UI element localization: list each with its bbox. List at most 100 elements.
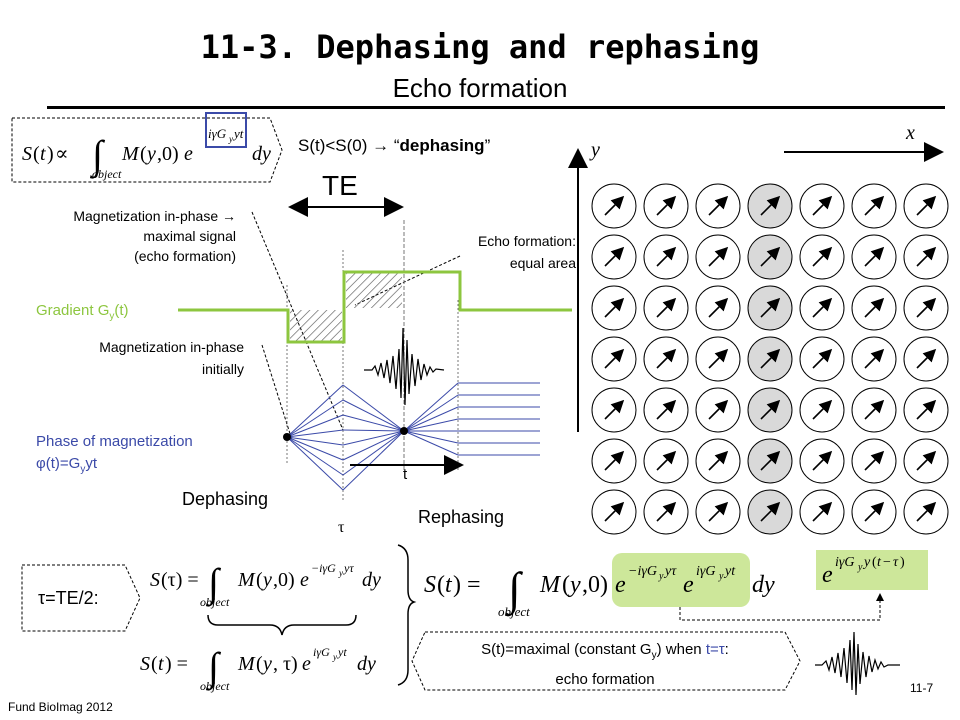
svg-text:M: M xyxy=(237,569,256,591)
in-phase-dot-echo xyxy=(400,427,408,435)
svg-text:yτ: yτ xyxy=(663,564,677,579)
spin-arrow-icon xyxy=(708,501,729,522)
svg-text:y: y xyxy=(658,571,664,582)
svg-text:y: y xyxy=(568,572,581,598)
svg-text:t: t xyxy=(158,653,164,675)
spin-arrow-icon xyxy=(864,195,885,216)
spin-arrow-icon xyxy=(708,195,729,216)
svg-text:yt: yt xyxy=(232,126,244,141)
t-label: t xyxy=(403,466,408,483)
svg-text:object: object xyxy=(200,595,230,609)
svg-text:y: y xyxy=(718,571,724,582)
svg-text:(: ( xyxy=(562,572,570,598)
phase-formula-sub: y xyxy=(80,464,86,475)
spin-arrow-icon xyxy=(916,450,937,471)
svg-text:(τ) =: (τ) = xyxy=(161,569,199,591)
tau-te-label: τ=TE/2: xyxy=(38,588,99,608)
svg-text:S: S xyxy=(140,653,150,675)
spin-arrow-icon xyxy=(916,348,937,369)
svg-text:−iγG: −iγG xyxy=(628,564,657,579)
svg-text:M: M xyxy=(539,572,562,598)
svg-text:e: e xyxy=(615,572,626,598)
echo-equal-area-line2: equal area xyxy=(509,255,576,271)
svg-text:y: y xyxy=(332,652,337,662)
spin-arrow-icon xyxy=(864,246,885,267)
svg-text:,0): ,0) xyxy=(157,143,179,165)
phase-label: Phase of magnetization φ(t)=Gyyt xyxy=(36,431,193,481)
svg-text:e: e xyxy=(822,562,833,588)
svg-text:e: e xyxy=(302,653,311,675)
svg-text:S: S xyxy=(424,572,436,598)
spin-arrow-icon xyxy=(708,297,729,318)
svg-text:∫: ∫ xyxy=(205,560,222,607)
svg-text:e: e xyxy=(184,143,193,165)
spin-arrow-icon xyxy=(604,195,625,216)
svg-text:iγG: iγG xyxy=(696,564,716,579)
spin-arrow-icon xyxy=(656,399,677,420)
spin-arrow-icon xyxy=(812,399,833,420)
svg-text:y: y xyxy=(261,653,272,675)
rephasing-label: Rephasing xyxy=(418,507,505,527)
spin-arrow-icon xyxy=(760,450,781,471)
svg-text:(: ( xyxy=(151,653,158,675)
svg-text:S: S xyxy=(22,143,32,165)
spin-arrow-icon xyxy=(604,246,625,267)
svg-text:,0): ,0) xyxy=(582,572,608,598)
spin-arrow-icon xyxy=(656,246,677,267)
mag-inphase-max-line2: maximal signal xyxy=(143,228,236,244)
spin-arrow-icon xyxy=(656,501,677,522)
spin-arrow-icon xyxy=(812,297,833,318)
echo-signal-small xyxy=(815,631,900,696)
conclusion-text: S(t)=maximal (constant Gy) when t=τ: ech… xyxy=(410,638,800,692)
svg-text:τ: τ xyxy=(893,555,899,570)
mag-inphase-init-line1: Magnetization in-phase xyxy=(99,339,244,355)
page-subtitle: Echo formation xyxy=(392,73,568,103)
spin-arrow-icon xyxy=(604,450,625,471)
spin-arrow-icon xyxy=(864,450,885,471)
spin-arrow-icon xyxy=(708,348,729,369)
echo-equal-area-label: Echo formation: equal area xyxy=(420,230,576,274)
svg-text:(: ( xyxy=(256,653,263,675)
spin-arrow-icon xyxy=(760,297,781,318)
svg-text:∫: ∫ xyxy=(505,563,523,617)
phase-formula-b: yt xyxy=(85,455,97,472)
svg-text:y: y xyxy=(862,555,871,570)
title-divider xyxy=(47,106,945,109)
svg-text:, τ): , τ) xyxy=(273,653,298,675)
spin-grid xyxy=(591,183,949,535)
dephasing-note-end: ” xyxy=(484,136,491,155)
mag-inphase-max-label: Magnetization in-phase → maximal signal … xyxy=(0,206,236,266)
svg-text:(: ( xyxy=(33,143,40,165)
spin-arrow-icon xyxy=(864,297,885,318)
te-label: TE xyxy=(322,170,358,201)
svg-text:object: object xyxy=(92,167,122,181)
svg-text:∝: ∝ xyxy=(55,143,69,165)
svg-text:S: S xyxy=(150,569,160,591)
page-title: 11-3. Dephasing and rephasing xyxy=(200,28,760,66)
spin-arrow-icon xyxy=(916,246,937,267)
gradient-waveform xyxy=(178,270,572,344)
exponent-highlight xyxy=(612,553,750,607)
tau-box xyxy=(21,564,141,632)
gradient-label: Gradient Gy(t) xyxy=(36,301,129,327)
svg-text:): ) xyxy=(47,143,54,165)
svg-text:∫: ∫ xyxy=(89,132,106,179)
mag-inphase-max-line3: (echo formation) xyxy=(134,248,236,264)
svg-text:object: object xyxy=(200,679,230,693)
spin-arrow-icon xyxy=(864,501,885,522)
spin-arrow-icon xyxy=(708,399,729,420)
spin-arrow-icon xyxy=(812,348,833,369)
svg-text:object: object xyxy=(498,604,530,619)
echo-equal-area-line1: Echo formation: xyxy=(477,233,576,249)
mag-inphase-init-line2: initially xyxy=(201,361,244,377)
echo-signal xyxy=(364,327,445,406)
spin-arrow-icon xyxy=(916,195,937,216)
spin-arrow-icon xyxy=(656,348,677,369)
svg-text:t: t xyxy=(445,572,453,598)
svg-text:iγG: iγG xyxy=(313,645,330,659)
spin-arrow-icon xyxy=(760,195,781,216)
dephasing-note-bold: dephasing xyxy=(399,136,485,155)
spin-arrow-icon xyxy=(760,501,781,522)
dephasing-label: Dephasing xyxy=(182,489,269,509)
